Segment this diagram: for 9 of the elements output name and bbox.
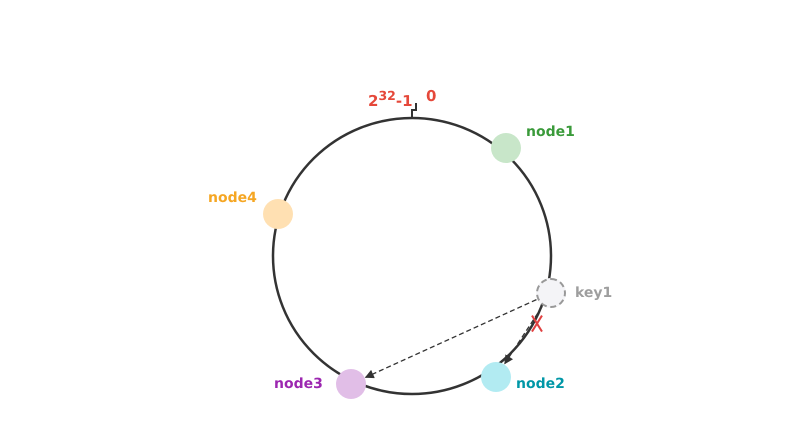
- node-label: node4: [208, 190, 257, 206]
- arrow: [364, 299, 537, 378]
- arrow: [504, 306, 543, 364]
- node-label: key1: [575, 285, 612, 301]
- node-label: node3: [274, 376, 323, 392]
- ring-position-label: 2$^{32}$-1: [368, 87, 413, 110]
- node-label: node1: [526, 124, 575, 140]
- node-label: node2: [516, 376, 565, 392]
- ring-position-label: 0: [426, 87, 436, 105]
